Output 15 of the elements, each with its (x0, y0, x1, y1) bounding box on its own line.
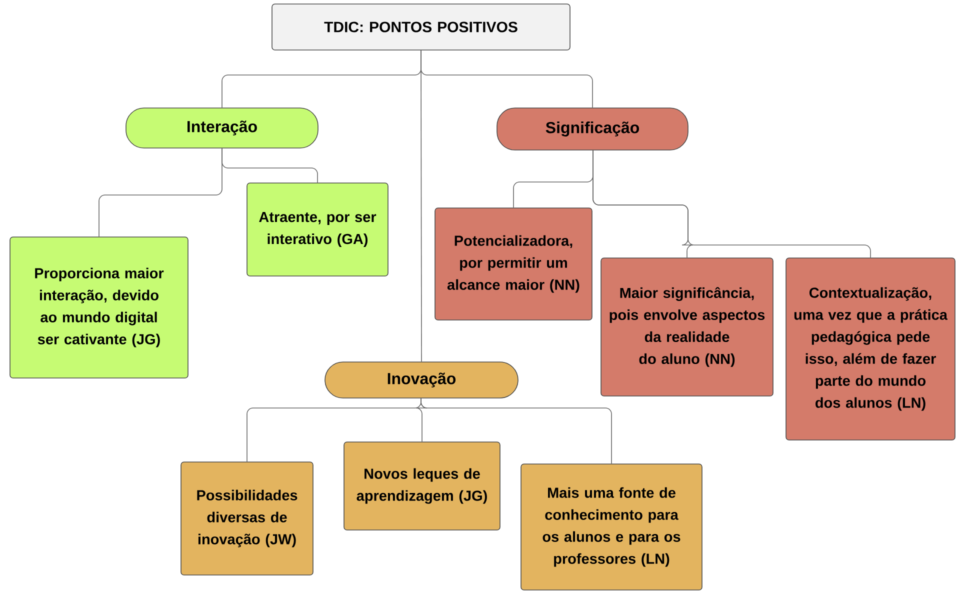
note-box: Atraente, por ser interativo (GA) (246, 182, 388, 276)
title-box: TDIC: PONTOS POSITIVOS (272, 4, 570, 50)
note-box: Potencializadora, por permitir um alcance maior (NN) (434, 208, 592, 320)
connector-line (420, 398, 612, 464)
note-box: Maior significância, pois envolve aspectos da realidade do aluno (NN) (600, 258, 774, 396)
connector-line (98, 148, 222, 237)
note-box: Mais uma fonte de conhecimento para os alunos e para os professores (LN) (520, 464, 702, 590)
category-pill: Interação (126, 108, 318, 148)
note-box: Contextualização, uma vez que a prática pedagógica pede isso, além de fazer parte do mundo dos alunos (LN) (786, 258, 956, 440)
note-box: Novos leques de aprendizagem (JG) (344, 442, 500, 530)
note-box: Proporciona maior interação, devido ao mundo digital ser cativante (JG) (10, 236, 188, 378)
note-box: Possibilidades diversas de inovação (JW) (180, 462, 314, 576)
category-pill: Significação (496, 108, 688, 150)
connector-line (420, 50, 422, 362)
category-pill: Inovação (324, 362, 518, 398)
